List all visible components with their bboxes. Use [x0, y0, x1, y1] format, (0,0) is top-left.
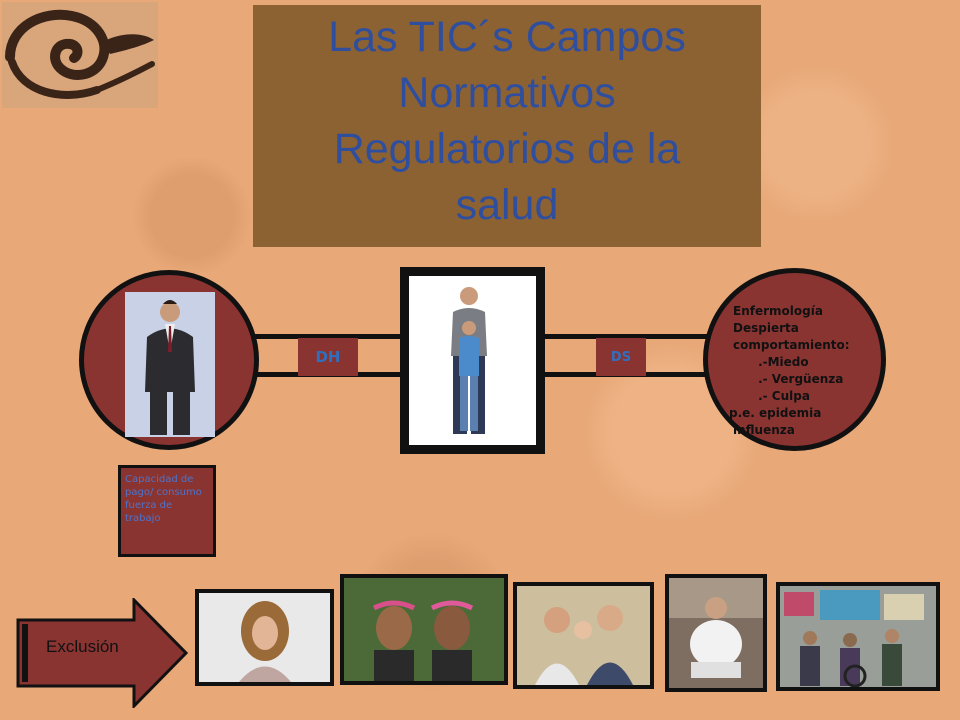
info-line: .-Miedo	[733, 355, 809, 369]
info-line: .- Culpa	[733, 389, 810, 403]
right-circle	[703, 268, 886, 451]
thumb-woman	[195, 589, 334, 686]
ds-label-text: DS	[610, 349, 632, 365]
businessman-photo	[125, 292, 215, 437]
title-box: Las TIC´s Campos Normativos Regulatorios…	[253, 5, 761, 247]
info-line: p.e. epidemia	[729, 406, 822, 420]
slide-title: Las TIC´s Campos Normativos Regulatorios…	[328, 13, 686, 229]
info-line: .- Vergüenza	[733, 372, 844, 386]
exclusion-arrow-icon	[16, 598, 188, 708]
dh-label-text: DH	[315, 348, 341, 366]
exclusion-label: Exclusión	[46, 637, 119, 656]
protest-figure-icon	[780, 586, 936, 687]
protest-photo	[780, 586, 936, 687]
family-photo	[517, 586, 650, 685]
father-son-photo-frame	[400, 267, 545, 454]
thumb-family	[513, 582, 654, 689]
dh-label: DH	[298, 338, 358, 376]
caption-box: Capacidad de pago/ consumo fuerza de tra…	[118, 465, 216, 557]
thumb-obese-man	[665, 574, 767, 692]
obese-man-figure-icon	[669, 578, 763, 688]
info-line: Despierta	[733, 321, 799, 335]
info-line: comportamiento:	[733, 338, 850, 352]
spiral-logo-icon	[2, 2, 158, 108]
businessman-figure-icon	[125, 292, 215, 437]
father-son-figure-icon	[409, 276, 536, 445]
woman-photo	[199, 593, 330, 682]
thumb-indigenous	[340, 574, 508, 685]
info-line: influenza	[733, 423, 795, 437]
indigenous-figure-icon	[344, 578, 504, 681]
thumb-protest	[776, 582, 940, 691]
ds-label: DS	[596, 338, 646, 376]
obese-man-photo	[669, 578, 763, 688]
indigenous-photo	[344, 578, 504, 681]
family-figure-icon	[517, 586, 650, 685]
father-son-photo	[407, 274, 538, 447]
enfermologia-text: Enfermología Despierta comportamiento: .…	[729, 303, 883, 439]
caption-text: Capacidad de pago/ consumo fuerza de tra…	[125, 474, 202, 524]
info-line: Enfermología	[733, 304, 823, 318]
woman-figure-icon	[199, 593, 330, 682]
